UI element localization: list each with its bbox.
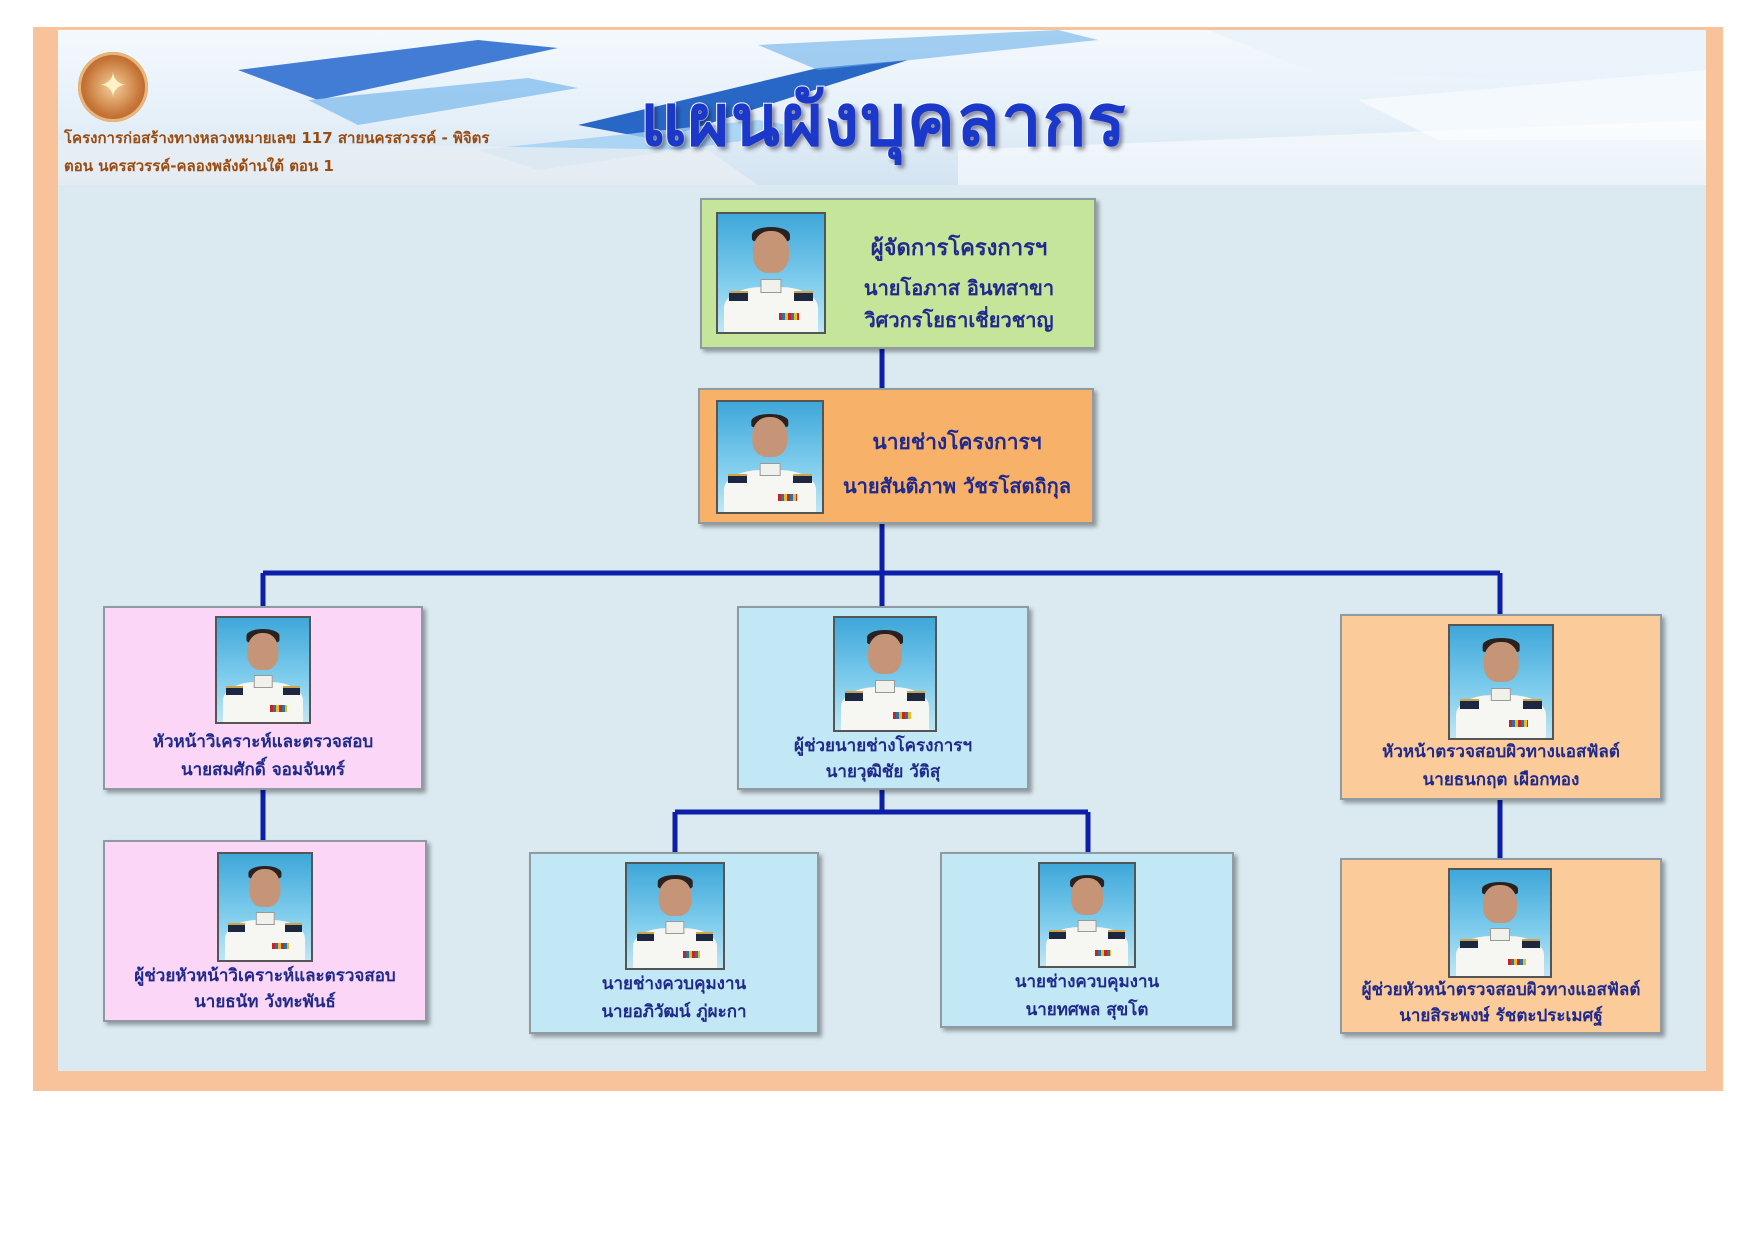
- node-project-manager: ผู้จัดการโครงการฯ นายโอภาส อินทสาขา วิศว…: [700, 198, 1096, 349]
- node-name: นายโอภาส อินทสาขา: [863, 276, 1055, 300]
- node-title: วิศวกรโยธาเชี่ยวชาญ: [864, 308, 1054, 332]
- department-seal-icon: [78, 52, 148, 122]
- node-analysis-head: หัวหน้าวิเคราะห์และตรวจสอบ นายสมศักดิ์ จ…: [103, 606, 423, 790]
- node-role: หัวหน้าวิเคราะห์และตรวจสอบ: [152, 732, 374, 752]
- node-role: ผู้ช่วยหัวหน้าวิเคราะห์และตรวจสอบ: [134, 966, 396, 986]
- node-role: หัวหน้าตรวจสอบผิวทางแอสฟัลต์: [1382, 742, 1620, 762]
- portrait-photo: [1448, 624, 1554, 740]
- portrait-photo: [1448, 868, 1552, 978]
- node-site-supervisor-1: นายช่างควบคุมงาน นายอภิวัฒน์ ภู่ผะกา: [529, 852, 819, 1034]
- header-banner: [58, 30, 1706, 185]
- node-site-supervisor-2: นายช่างควบคุมงาน นายทศพล สุขโต: [940, 852, 1234, 1028]
- page-title: แผนผังบุคลากร: [639, 77, 1127, 163]
- portrait-photo: [716, 400, 824, 514]
- node-role: ผู้ช่วยหัวหน้าตรวจสอบผิวทางแอสฟัลต์: [1361, 980, 1641, 1000]
- node-assistant-engineer: ผู้ช่วยนายช่างโครงการฯ นายวุฒิชัย วัติสุ: [737, 606, 1029, 790]
- portrait-photo: [215, 616, 311, 724]
- node-role: ผู้จัดการโครงการฯ: [870, 236, 1048, 261]
- node-name: นายวุฒิชัย วัติสุ: [825, 762, 941, 782]
- node-role: นายช่างโครงการฯ: [872, 430, 1042, 454]
- node-name: นายอภิวัฒน์ ภู่ผะกา: [601, 1002, 747, 1022]
- node-role: นายช่างควบคุมงาน: [601, 974, 747, 994]
- node-name: นายธนกฤต เผือกทอง: [1422, 770, 1580, 790]
- node-project-engineer: นายช่างโครงการฯ นายสันติภาพ วัชรโสตถิกุล: [698, 388, 1094, 524]
- node-analysis-assistant: ผู้ช่วยหัวหน้าวิเคราะห์และตรวจสอบ นายธนั…: [103, 840, 427, 1022]
- node-name: นายสันติภาพ วัชรโสตถิกุล: [842, 474, 1071, 498]
- node-role: ผู้ช่วยนายช่างโครงการฯ: [794, 736, 972, 756]
- project-name-line1: โครงการก่อสร้างทางหลวงหมายเลข 117 สายนคร…: [64, 129, 490, 147]
- portrait-photo: [716, 212, 826, 334]
- node-name: นายทศพล สุขโต: [1025, 1000, 1149, 1020]
- portrait-photo: [625, 862, 725, 970]
- portrait-photo: [217, 852, 313, 962]
- node-name: นายธนัท วังทะพันธ์: [194, 992, 336, 1012]
- node-asphalt-assistant: ผู้ช่วยหัวหน้าตรวจสอบผิวทางแอสฟัลต์ นายส…: [1340, 858, 1662, 1034]
- portrait-photo: [1038, 862, 1136, 968]
- node-asphalt-head: หัวหน้าตรวจสอบผิวทางแอสฟัลต์ นายธนกฤต เผ…: [1340, 614, 1662, 800]
- node-name: นายสิระพงษ์ รัชตะประเมศฐ์: [1399, 1006, 1603, 1026]
- node-name: นายสมศักดิ์ จอมจันทร์: [180, 760, 346, 780]
- portrait-photo: [833, 616, 937, 732]
- project-name-line2: ตอน นครสวรรค์-คลองพลังด้านใต้ ตอน 1: [64, 157, 334, 175]
- node-role: นายช่างควบคุมงาน: [1014, 972, 1160, 992]
